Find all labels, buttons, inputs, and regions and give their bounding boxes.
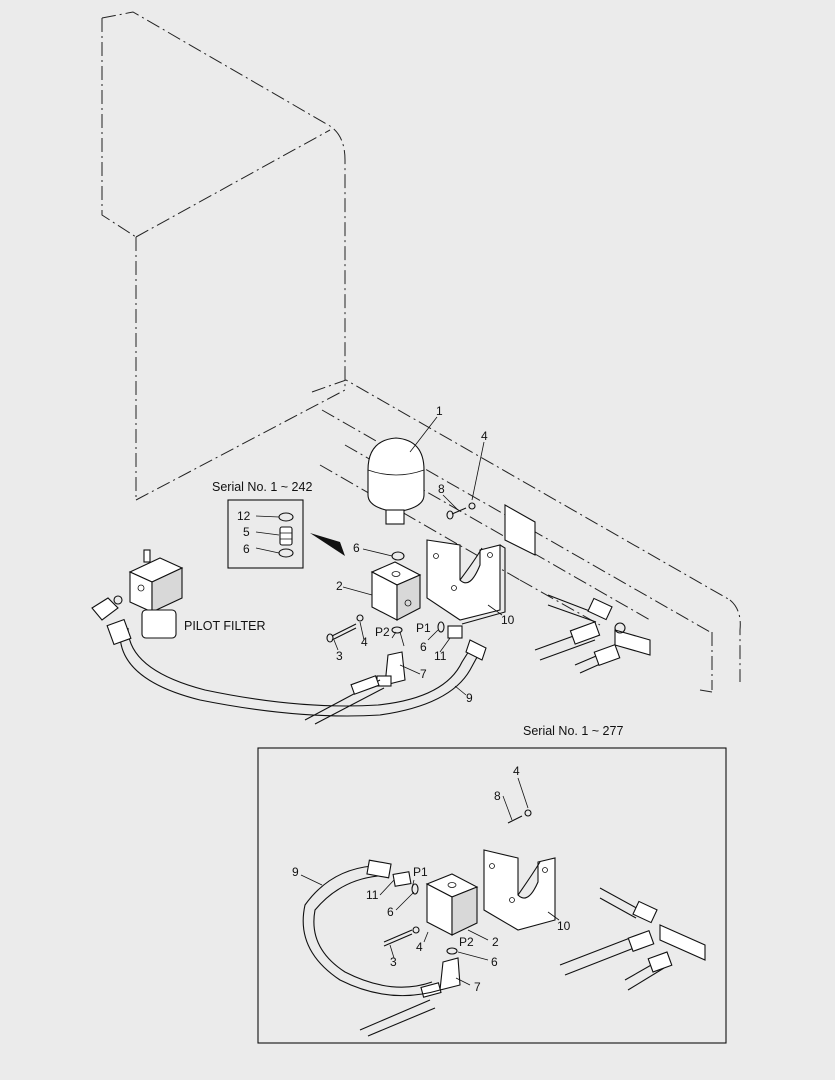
callout-6b: 6 — [420, 640, 427, 654]
label-p2-lower: P2 — [459, 935, 474, 949]
callout-4b-lower: 4 — [416, 940, 423, 954]
pilot-filter — [91, 549, 184, 639]
callout-4-lower: 4 — [513, 764, 520, 778]
serial-277-label: Serial No. 1 ~ 277 — [523, 724, 623, 738]
callout-6-lower: 6 — [387, 905, 394, 919]
callout-4: 4 — [481, 429, 488, 443]
callout-8: 8 — [438, 482, 445, 496]
callout-6: 6 — [353, 541, 360, 555]
callout-9: 9 — [466, 691, 473, 705]
callout-5: 5 — [243, 525, 250, 539]
callouts-upper: 1 4 8 6 2 10 3 4 P2 P1 6 11 7 9 12 5 6 — [237, 404, 515, 705]
detail-box-serial-277 — [257, 747, 727, 1044]
callout-2: 2 — [336, 579, 343, 593]
accumulator — [367, 437, 425, 525]
label-p1: P1 — [416, 621, 431, 635]
callout-10: 10 — [501, 613, 515, 627]
callout-6b-lower: 6 — [491, 955, 498, 969]
hose-upper — [106, 618, 487, 725]
frame-hoses-upper — [534, 594, 651, 674]
callouts-lower: 4 8 9 P1 11 6 10 2 4 P2 6 3 7 — [292, 764, 571, 994]
callout-9-lower: 9 — [292, 865, 299, 879]
callout-8-lower: 8 — [494, 789, 501, 803]
callout-11-lower: 11 — [366, 888, 379, 902]
callout-7-lower: 7 — [474, 980, 481, 994]
pilot-filter-label: PILOT FILTER — [184, 619, 266, 633]
serial-242-label: Serial No. 1 ~ 242 — [212, 480, 312, 494]
mounting-bracket — [426, 504, 536, 625]
hydraulic-tank-outline — [101, 11, 346, 501]
callout-6c: 6 — [243, 542, 250, 556]
callout-10-lower: 10 — [557, 919, 571, 933]
callout-11: 11 — [434, 649, 447, 663]
fittings-upper — [326, 502, 476, 687]
label-p2: P2 — [375, 625, 390, 639]
callout-3: 3 — [336, 649, 343, 663]
leader-lines — [255, 416, 560, 986]
callout-7: 7 — [420, 667, 427, 681]
callout-1: 1 — [436, 404, 443, 418]
callout-4b: 4 — [361, 635, 368, 649]
valve-block — [370, 561, 422, 621]
callout-12: 12 — [237, 509, 251, 523]
serial-242-inset — [227, 499, 345, 569]
callout-2-lower: 2 — [492, 935, 499, 949]
callout-3-lower: 3 — [390, 955, 397, 969]
label-p1-lower: P1 — [413, 865, 428, 879]
